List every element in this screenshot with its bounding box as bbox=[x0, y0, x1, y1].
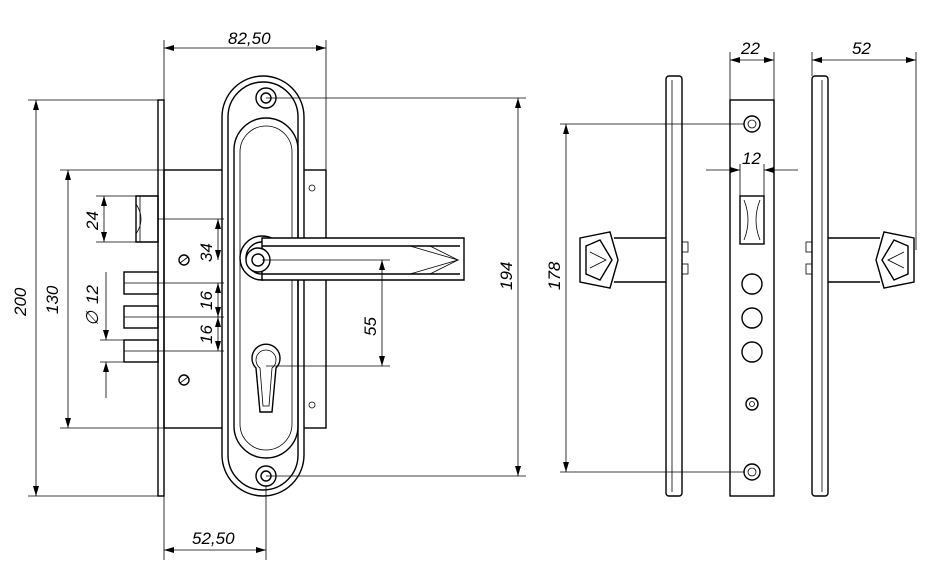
case-screw-upper bbox=[178, 254, 190, 266]
lever-handle bbox=[239, 235, 465, 281]
escutcheon-plate bbox=[221, 75, 305, 497]
side-handle-right bbox=[828, 231, 915, 289]
dim-bolt-spacing-1: 16 bbox=[197, 291, 216, 310]
faceplate-bolt-hole-3 bbox=[741, 341, 763, 363]
dead-bolts bbox=[123, 271, 159, 363]
side-view-left bbox=[579, 75, 689, 497]
dim-bolt-diameter: 12 bbox=[83, 285, 102, 304]
side-dimensions: 52 bbox=[811, 39, 917, 250]
dim-latch-height: 24 bbox=[83, 211, 102, 231]
cylinder-keyhole bbox=[251, 343, 281, 413]
dim-case-height: 130 bbox=[43, 285, 62, 314]
faceplate-latch-slot bbox=[739, 195, 765, 245]
dim-handle-to-cylinder: 55 bbox=[361, 317, 380, 336]
side-handle-left bbox=[579, 231, 666, 289]
dim-plate-height: 194 bbox=[497, 262, 516, 290]
dim-bolt-spacing-2: 16 bbox=[197, 325, 216, 344]
dim-side-depth: 52 bbox=[852, 39, 871, 58]
front-faceplate-edge bbox=[157, 99, 165, 497]
case-screw-lower bbox=[178, 374, 190, 386]
faceplate-bolt-hole-1 bbox=[741, 273, 763, 295]
dim-bolt-diameter-symbol: ∅ bbox=[83, 310, 102, 326]
dim-backset: 52,50 bbox=[192, 529, 235, 548]
dim-faceplate-span: 178 bbox=[545, 261, 564, 290]
dim-total-height: 200 bbox=[11, 287, 30, 317]
faceplate-bolt-hole-2 bbox=[741, 307, 763, 329]
faceplate-view bbox=[729, 99, 775, 497]
dim-plate-width: 82,50 bbox=[228, 29, 271, 48]
front-view bbox=[123, 75, 465, 497]
latch-bolt bbox=[135, 195, 159, 243]
side-view-right bbox=[805, 75, 915, 497]
dim-faceplate-width: 22 bbox=[740, 39, 760, 58]
dim-faceplate-latch: 12 bbox=[742, 149, 761, 168]
front-dimensions: 82,50 52,50 200 130 24 34 16 16 bbox=[11, 29, 526, 560]
faceplate-dimensions: 178 22 12 bbox=[545, 39, 798, 473]
dim-latch-to-handle: 34 bbox=[197, 243, 216, 262]
